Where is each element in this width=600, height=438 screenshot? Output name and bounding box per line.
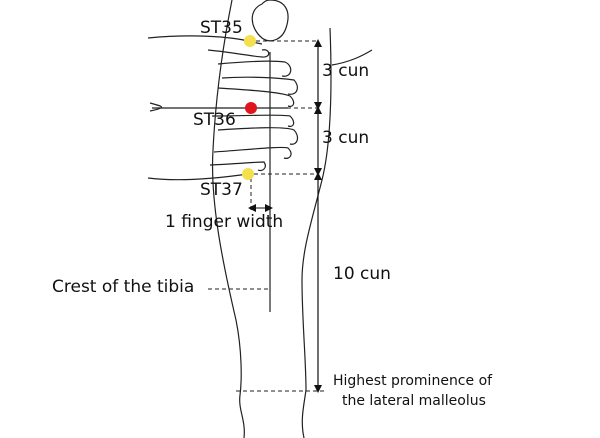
leg-outline-right xyxy=(301,27,332,438)
upper-3-cun-label: 3 cun xyxy=(322,61,370,81)
tibia-crest-label: Crest of the tibia xyxy=(52,277,195,297)
finger-width-label: 1 finger width xyxy=(165,212,284,232)
st36-point xyxy=(245,102,257,114)
middle-3-cun-label: 3 cun xyxy=(322,128,370,148)
st35-label: ST35 xyxy=(200,18,243,38)
leg-outline-left xyxy=(211,0,245,438)
st37-point xyxy=(242,168,254,180)
10-cun-label: 10 cun xyxy=(333,264,391,284)
malleolus-label-line1: Highest prominence of xyxy=(333,373,493,389)
patella xyxy=(251,0,289,42)
st35-point xyxy=(244,35,256,47)
st37-label: ST37 xyxy=(200,180,243,200)
malleolus-label-line2: the lateral malleolus xyxy=(342,393,486,409)
st36-label: ST36 xyxy=(193,110,236,130)
